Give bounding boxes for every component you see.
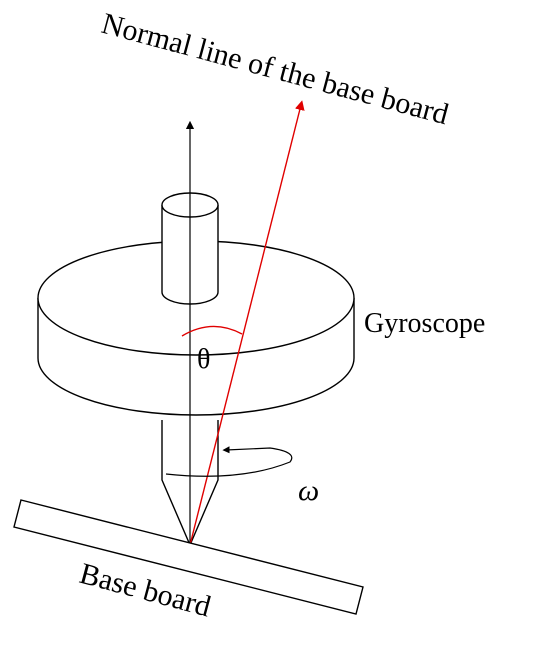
gyroscope-label: Gyroscope	[364, 308, 485, 339]
omega-label: ω	[298, 474, 319, 507]
normal-line-label: Normal line of the base board	[98, 7, 452, 131]
rotation-arrow	[165, 446, 293, 477]
theta-arc	[181, 325, 243, 337]
normal-line-arrow	[189, 100, 305, 546]
theta-label: θ	[197, 344, 210, 375]
base-board	[13, 499, 364, 615]
